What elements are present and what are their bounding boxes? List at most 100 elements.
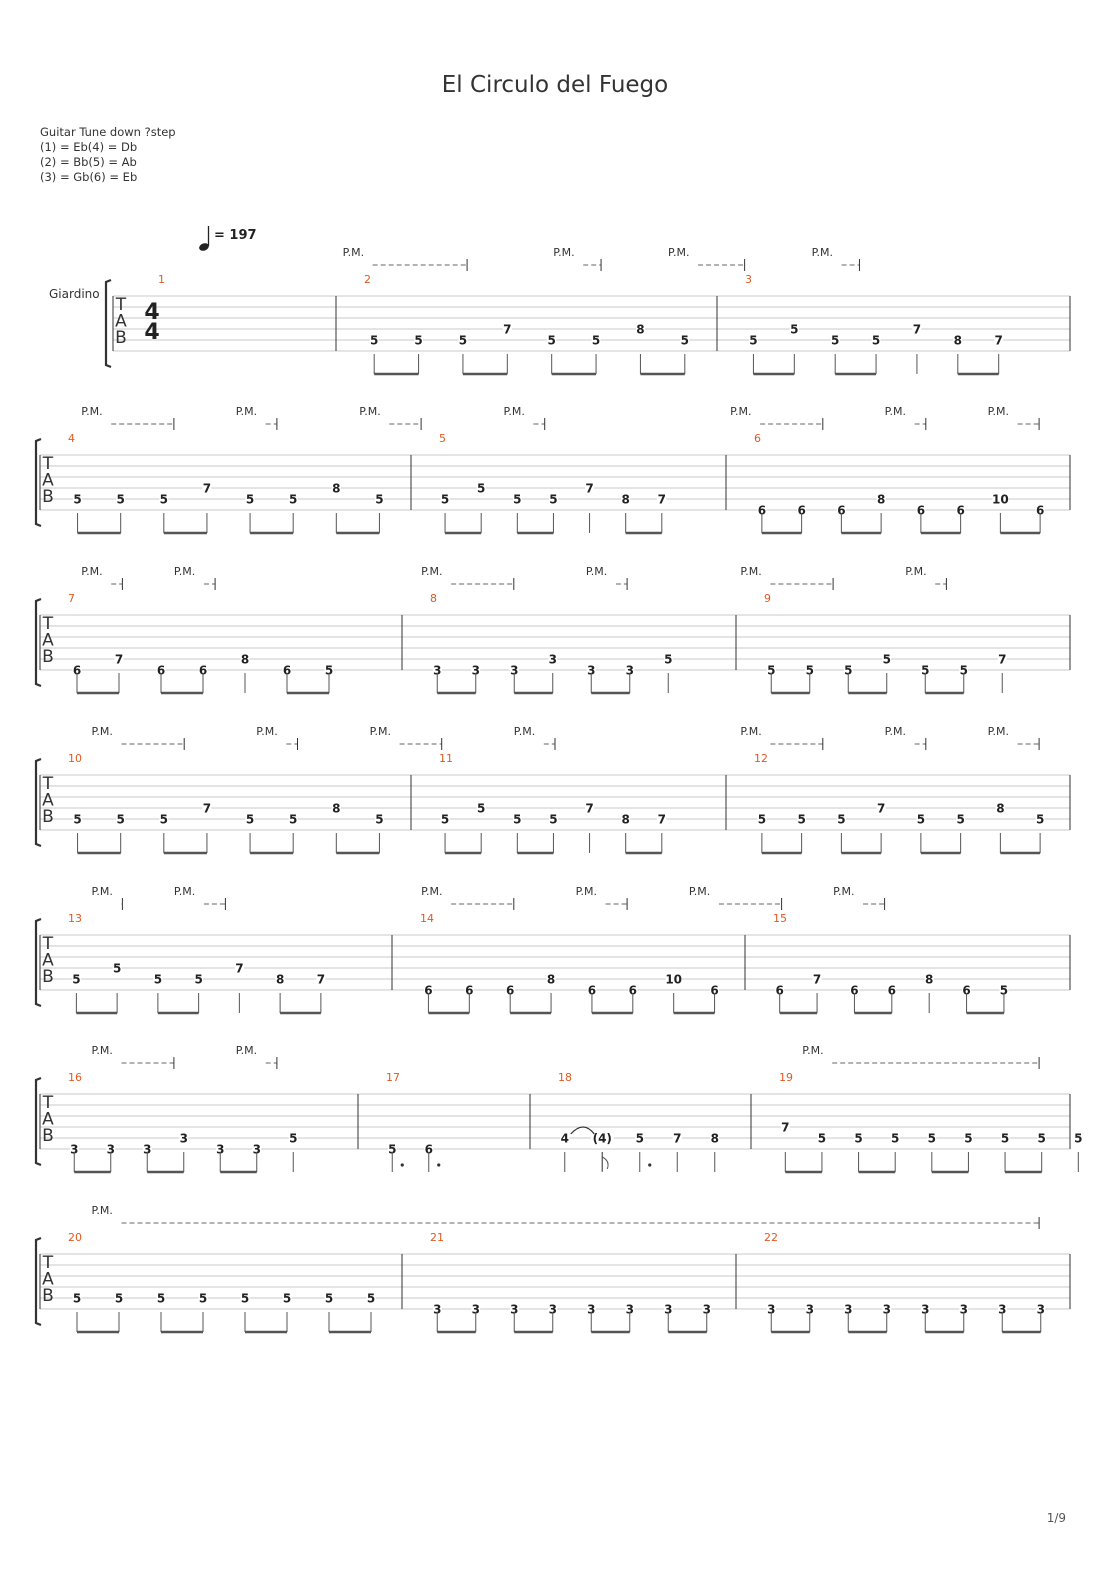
tab-clef-letter: A bbox=[42, 1270, 54, 1290]
fret-number-bg bbox=[156, 1292, 166, 1304]
fret-number-bg bbox=[509, 1303, 519, 1315]
fret-number-bg bbox=[780, 1121, 790, 1133]
fret-number: 5 bbox=[592, 334, 600, 348]
fret-number: 5 bbox=[921, 664, 929, 678]
fret-number-bg bbox=[789, 323, 799, 335]
fret-number: 8 bbox=[925, 973, 933, 987]
fret-number-bg bbox=[953, 334, 963, 346]
fret-number-bg bbox=[547, 334, 557, 346]
fret-number: 8 bbox=[622, 493, 630, 507]
fret-number-bg bbox=[324, 1292, 334, 1304]
fret-number: 7 bbox=[585, 482, 593, 496]
tab-clef-letter: B bbox=[115, 328, 127, 348]
fret-number-bg bbox=[916, 504, 926, 516]
fret-number-bg bbox=[282, 664, 292, 676]
fret-number-bg bbox=[956, 813, 966, 825]
fret-number-bg bbox=[198, 664, 208, 676]
fret-number: 3 bbox=[107, 1143, 115, 1157]
fret-number: 5 bbox=[289, 813, 297, 827]
fret-number: 6 bbox=[837, 504, 845, 518]
fret-number-bg bbox=[962, 984, 972, 996]
fret-number-bg bbox=[546, 973, 556, 985]
fret-number: 5 bbox=[199, 1292, 207, 1306]
fret-number-bg bbox=[836, 504, 846, 516]
fret-number-bg bbox=[621, 813, 631, 825]
fret-number: 5 bbox=[797, 813, 805, 827]
fret-number: 5 bbox=[891, 1132, 899, 1146]
palm-mute-label: P.M. bbox=[885, 725, 906, 738]
fret-number: 6 bbox=[776, 984, 784, 998]
fret-number: 7 bbox=[913, 323, 921, 337]
fret-number: 5 bbox=[837, 813, 845, 827]
fret-number-bg bbox=[159, 493, 169, 505]
fret-number: 3 bbox=[472, 1303, 480, 1317]
fret-number-bg bbox=[628, 984, 638, 996]
fret-number-bg bbox=[836, 813, 846, 825]
fret-number: 5 bbox=[1000, 984, 1008, 998]
fret-number: 5 bbox=[960, 664, 968, 678]
fret-number-bg bbox=[665, 973, 682, 985]
fret-number: 5 bbox=[414, 334, 422, 348]
fret-number-bg bbox=[142, 1143, 152, 1155]
fret-number: 3 bbox=[253, 1143, 261, 1157]
fret-number: 5 bbox=[115, 1292, 123, 1306]
fret-number-bg bbox=[672, 1132, 682, 1144]
fret-number: 5 bbox=[854, 1132, 862, 1146]
fret-number: 3 bbox=[626, 664, 634, 678]
fret-number-bg bbox=[116, 493, 126, 505]
fret-number-bg bbox=[585, 802, 595, 814]
palm-mute-label: P.M. bbox=[236, 1044, 257, 1057]
fret-number: 6 bbox=[962, 984, 970, 998]
fret-number-bg bbox=[812, 973, 822, 985]
fret-number: 5 bbox=[964, 1132, 972, 1146]
fret-number-bg bbox=[71, 973, 81, 985]
fret-number-bg bbox=[240, 653, 250, 665]
fret-number-bg bbox=[657, 813, 667, 825]
fret-number: 5 bbox=[73, 1292, 81, 1306]
fret-number-bg bbox=[1073, 1132, 1083, 1144]
measure-number: 16 bbox=[68, 1071, 82, 1084]
fret-number: 5 bbox=[154, 973, 162, 987]
fret-number-bg bbox=[288, 813, 298, 825]
fret-number: 5 bbox=[790, 323, 798, 337]
fret-number-bg bbox=[797, 813, 807, 825]
fret-number-bg bbox=[331, 802, 341, 814]
fret-number-bg bbox=[387, 1143, 397, 1155]
fret-number-bg bbox=[509, 664, 519, 676]
fret-number-bg bbox=[202, 482, 212, 494]
fret-number: 5 bbox=[956, 813, 964, 827]
fret-number: 3 bbox=[216, 1143, 224, 1157]
tuning-line: (1) = Eb(4) = Db bbox=[40, 140, 138, 154]
fret-number: 5 bbox=[1036, 813, 1044, 827]
fret-number-bg bbox=[288, 493, 298, 505]
palm-mute-label: P.M. bbox=[586, 565, 607, 578]
palm-mute-label: P.M. bbox=[81, 405, 102, 418]
fret-number-bg bbox=[432, 664, 442, 676]
palm-mute-label: P.M. bbox=[988, 405, 1009, 418]
fret-number: 5 bbox=[289, 1132, 297, 1146]
fret-number-bg bbox=[202, 802, 212, 814]
fret-number-bg bbox=[585, 482, 595, 494]
fret-number: 5 bbox=[806, 664, 814, 678]
fret-number-bg bbox=[635, 1132, 645, 1144]
fret-number-bg bbox=[114, 1292, 124, 1304]
fret-number-bg bbox=[471, 1303, 481, 1315]
fret-number-bg bbox=[548, 493, 558, 505]
fret-number-bg bbox=[766, 664, 776, 676]
palm-mute-label: P.M. bbox=[988, 725, 1009, 738]
fret-number-bg bbox=[505, 984, 515, 996]
measure-number: 21 bbox=[430, 1231, 444, 1244]
fret-number: 3 bbox=[433, 664, 441, 678]
fret-number: 8 bbox=[622, 813, 630, 827]
fret-number: 8 bbox=[636, 323, 644, 337]
fret-number: 7 bbox=[235, 962, 243, 976]
tuning-info: Guitar Tune down ?step (1) = Eb(4) = Db … bbox=[40, 125, 176, 185]
fret-number: 5 bbox=[477, 802, 485, 816]
tab-clef-letter: A bbox=[42, 951, 54, 971]
fret-number: 3 bbox=[70, 1143, 78, 1157]
fret-number: 8 bbox=[547, 973, 555, 987]
fret-number: 5 bbox=[194, 973, 202, 987]
fret-number: 8 bbox=[996, 802, 1004, 816]
quarter-note-icon bbox=[199, 243, 209, 251]
